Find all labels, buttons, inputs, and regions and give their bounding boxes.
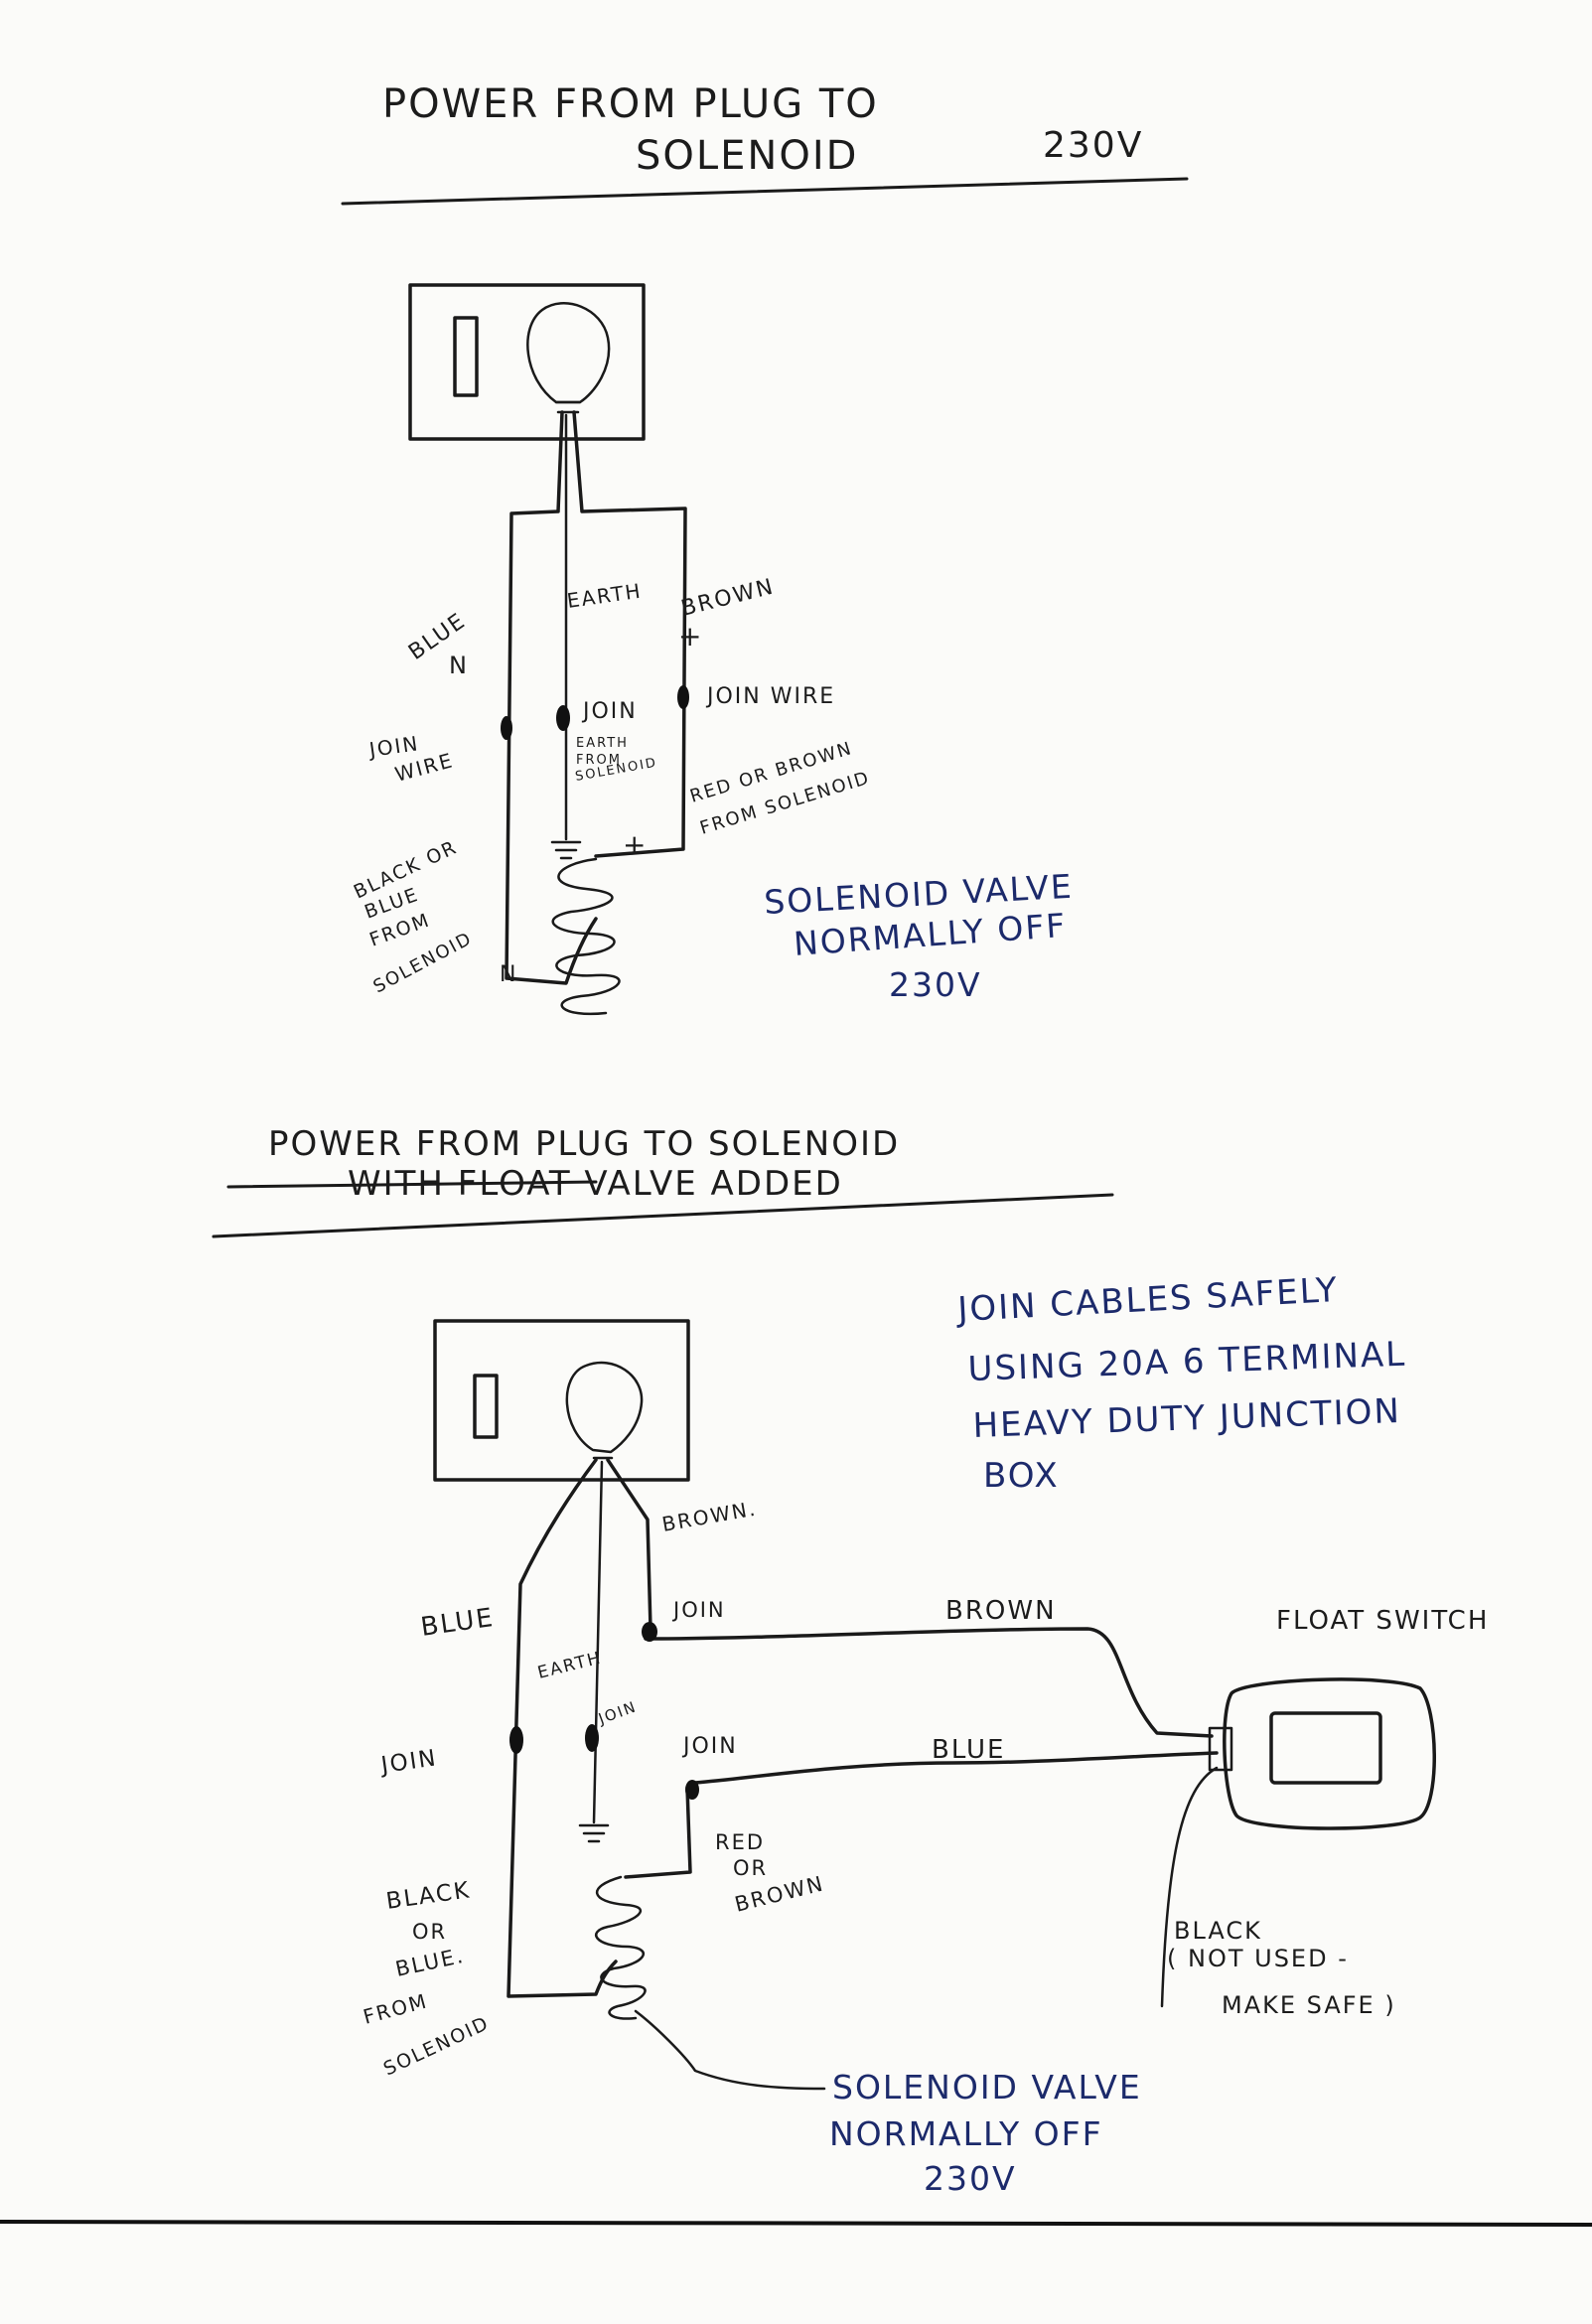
diagram2-valve-line1: SOLENOID VALVE	[832, 2068, 1142, 2106]
diagram2-label-black-5: SOLENOID	[380, 2012, 494, 2081]
diagram2-label-blue: BLUE	[419, 1603, 497, 1643]
diagram1-label-n: N	[449, 652, 469, 679]
diagram2-note-line2: USING 20A 6 TERMINAL	[967, 1335, 1407, 1389]
diagram2-joint-live	[642, 1622, 657, 1642]
float-switch-gland	[1208, 1726, 1233, 1772]
diagram2-label-red-2: OR	[733, 1856, 768, 1880]
float-switch-window	[1269, 1711, 1382, 1785]
diagram1-joint-earth	[556, 705, 570, 731]
diagram2-valve-leader-line	[634, 2009, 826, 2091]
diagram2-label-join-top: JOIN	[671, 1598, 726, 1622]
diagram2-plug-socket	[433, 1319, 690, 1482]
diagram2-label-unused-2: ( NOT USED -	[1167, 1945, 1349, 1972]
diagram1-earth-symbol	[550, 840, 582, 860]
diagram2-valve-line3: 230V	[924, 2159, 1017, 2198]
diagram2-earth-symbol	[578, 1823, 610, 1843]
diagram2-title-stroke	[226, 1180, 598, 1189]
diagram2-label-brown-wire: BROWN	[945, 1596, 1057, 1626]
diagram1-label-plus-top: +	[678, 620, 703, 653]
diagram2-joint-switched	[685, 1780, 699, 1800]
plug-bulb-base	[554, 400, 582, 414]
diagram1-label-earth-sol-2: FROM	[576, 753, 622, 768]
diagram2-label-black-1: BLACK	[384, 1877, 472, 1915]
diagram1-label-n-coil: N	[500, 962, 517, 987]
diagram1-joint-neutral	[501, 716, 512, 740]
diagram2-note-line4: BOX	[983, 1456, 1060, 1496]
diagram2-label-black-2: OR	[412, 1920, 447, 1944]
diagram2-earth-wire	[592, 1460, 604, 1824]
diagram2-title-line1: POWER FROM PLUG TO SOLENOID	[268, 1124, 900, 1164]
diagram1-title-line1: POWER FROM PLUG TO	[382, 81, 879, 127]
diagram1-live-wire	[572, 410, 687, 858]
socket-switch	[453, 316, 479, 397]
float-switch-body	[1223, 1677, 1436, 1830]
plug-bulb-icon	[526, 302, 611, 404]
diagram2-label-unused-1: BLACK	[1174, 1917, 1262, 1945]
diagram2-valve-line2: NORMALLY OFF	[829, 2114, 1103, 2153]
float-switch	[1208, 1677, 1436, 1830]
diagram2-neutral-wire	[507, 1458, 618, 1998]
diagram2-note-line3: HEAVY DUTY JUNCTION	[972, 1391, 1402, 1446]
diagram2-label-black-4: FROM	[361, 1988, 430, 2028]
diagram1-solenoid-coil	[551, 857, 621, 1016]
diagram2-unused-black-wire	[1160, 1766, 1219, 2008]
diagram-1: POWER FROM PLUG TO SOLENOID 230V EARTH B…	[341, 81, 1189, 1016]
diagram1-title-voltage: 230V	[1043, 125, 1143, 166]
diagram2-label-join-mid: JOIN	[681, 1734, 738, 1759]
socket-plate	[433, 1319, 690, 1482]
diagram2-title-underline	[212, 1193, 1114, 1238]
plug-bulb-icon	[565, 1361, 644, 1454]
diagram1-valve-line3: 230V	[889, 965, 982, 1004]
socket-switch	[473, 1374, 499, 1439]
diagram2-label-join-earth: JOIN	[595, 1697, 640, 1728]
diagram1-label-earth-sol-1: EARTH	[576, 736, 629, 751]
diagram1-label-plus-coil: +	[623, 828, 648, 861]
scan-edge-line	[0, 2220, 1592, 2227]
diagram1-label-join-centre: JOIN	[581, 699, 638, 724]
diagram1-label-brown: BROWN	[678, 574, 777, 621]
socket-plate	[408, 283, 646, 441]
diagram1-label-earth: EARTH	[565, 579, 644, 613]
diagram2-label-earth: EARTH	[535, 1648, 604, 1682]
diagram2-solenoid-coil	[595, 1875, 647, 2020]
diagram2-joint-neutral	[509, 1726, 523, 1754]
diagram2-label-brown-top: BROWN.	[660, 1497, 759, 1536]
diagram2-label-join-left: JOIN	[377, 1745, 439, 1779]
diagram2-live-wire	[606, 1458, 1214, 1738]
diagram2-note-line1: JOIN CABLES SAFELY	[954, 1270, 1339, 1330]
diagram1-title-line2: SOLENOID	[636, 133, 858, 179]
diagram1-title-underline	[341, 177, 1189, 206]
diagram2-label-float-switch: FLOAT SWITCH	[1276, 1606, 1489, 1636]
diagram2-label-blue-wire: BLUE	[932, 1735, 1006, 1765]
diagram1-label-join-right: JOIN WIRE	[705, 684, 835, 709]
diagram2-label-unused-3: MAKE SAFE )	[1222, 1991, 1396, 2019]
diagram2-label-red-1: RED	[715, 1830, 765, 1854]
diagram2-joint-earth	[585, 1724, 599, 1752]
diagram2-label-black-3: BLUE.	[393, 1944, 467, 1981]
diagram1-plug-socket	[408, 283, 646, 441]
diagram1-joint-live	[677, 685, 689, 709]
diagram2-switched-wire	[624, 1751, 1219, 1879]
diagram1-neutral-wire	[505, 410, 598, 985]
diagram-2: POWER FROM PLUG TO SOLENOID WITH FLOAT V…	[212, 1124, 1489, 2198]
